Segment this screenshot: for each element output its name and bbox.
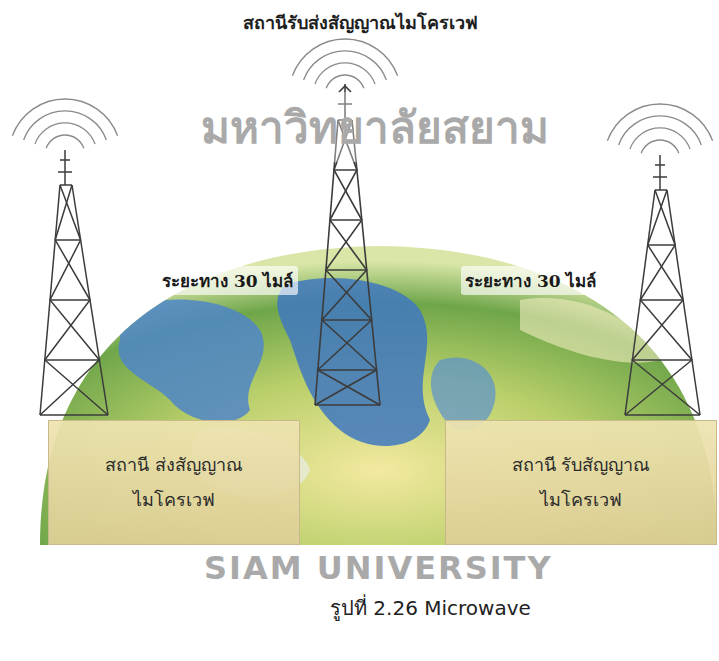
watermark-text: SIAM UNIVERSITY [204, 549, 553, 587]
station-box: สถานี รับสัญญาณไมโครเวฟ [445, 420, 717, 545]
distance-label: ระยะทาง 30 ไมล์ [461, 266, 601, 295]
station-label: สถานี รับสัญญาณไมโครเวฟ [491, 448, 671, 516]
station-text-group: สถานี ส่งสัญญาณไมโครเวฟ [84, 448, 264, 516]
figure-caption: รูปที่ 2.26 Microwave [330, 592, 531, 624]
distance-label: ระยะทาง 30 ไมล์ [158, 266, 298, 295]
tower-left [40, 150, 108, 415]
tower-right [625, 155, 700, 415]
station-box: สถานี ส่งสัญญาณไมโครเวฟ [48, 420, 300, 545]
station-text-group: สถานี รับสัญญาณไมโครเวฟ [491, 448, 671, 516]
watermark-text: มหาวิทยาลัยสยาม [197, 92, 553, 162]
station-label: สถานี ส่งสัญญาณไมโครเวฟ [84, 448, 264, 516]
diagram-title: สถานีรับส่งสัญญาณไมโครเวฟ [243, 8, 478, 37]
